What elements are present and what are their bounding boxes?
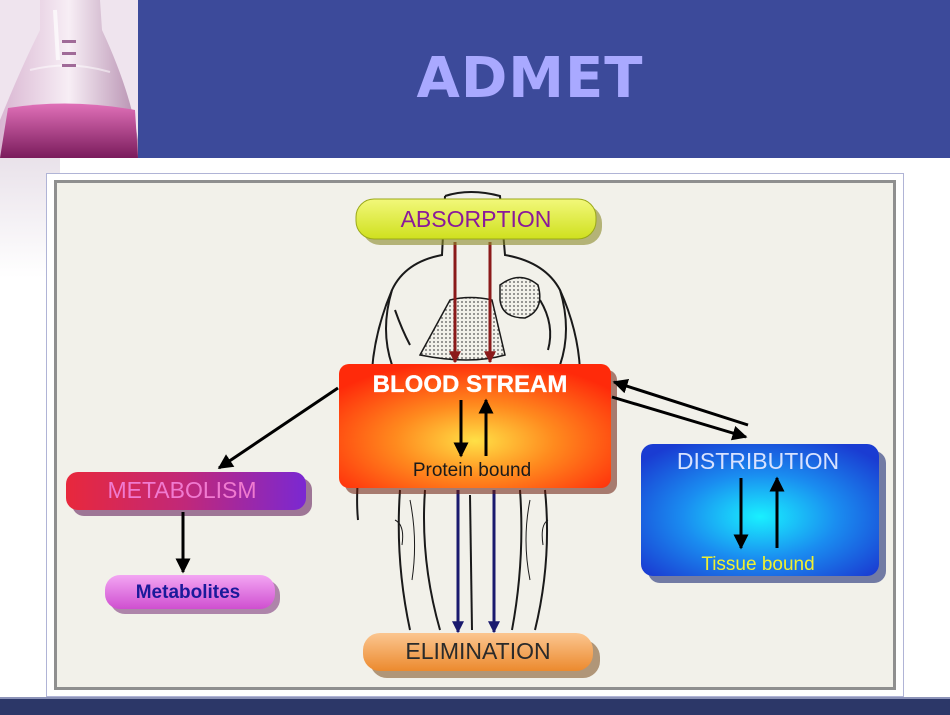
slide-header	[0, 0, 950, 158]
distribution-label: DISTRIBUTION	[677, 448, 839, 474]
lungs-illustration	[418, 296, 506, 361]
blood-to-distribution-arrow	[611, 395, 748, 441]
metabolism-node: METABOLISM	[66, 472, 312, 516]
metabolites-label: Metabolites	[136, 582, 241, 603]
absorption-label: ABSORPTION	[401, 206, 552, 232]
distribution-node: DISTRIBUTION Tissue bound	[641, 444, 886, 583]
blood-to-metabolism-arrow	[217, 386, 339, 470]
elimination-node: ELIMINATION	[363, 633, 600, 678]
absorption-node: ABSORPTION	[355, 198, 602, 245]
metabolism-label: METABOLISM	[107, 477, 256, 503]
flask-image	[0, 0, 138, 158]
slide-title: ADMET	[416, 46, 644, 111]
slide-footer-bar	[0, 697, 950, 715]
metabolites-node: Metabolites	[105, 575, 280, 614]
protein-bound-label: Protein bound	[413, 460, 531, 481]
blood-stream-node: BLOOD STREAM Protein bound	[339, 364, 617, 494]
heart-illustration	[499, 276, 541, 319]
elimination-label: ELIMINATION	[405, 638, 550, 664]
distribution-to-blood-arrow	[612, 378, 749, 427]
blood-stream-label: BLOOD STREAM	[373, 371, 568, 398]
tissue-bound-label: Tissue bound	[701, 554, 814, 575]
